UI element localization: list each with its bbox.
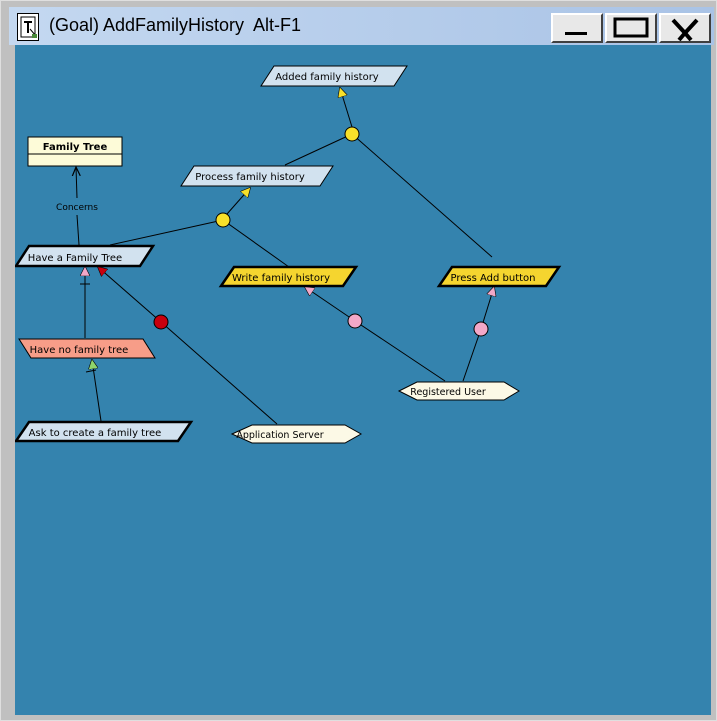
link-top-refinement-to-added[interactable] <box>340 88 353 128</box>
maximize-icon <box>613 17 649 38</box>
window-title: (Goal) AddFamilyHistory Alt-F1 <box>49 15 302 35</box>
minimize-icon <box>565 32 587 35</box>
link-mid-refinement-to-process[interactable] <box>226 188 250 215</box>
link-red-node-to-havetree[interactable] <box>98 267 162 323</box>
entity-family-tree[interactable]: Family Tree <box>27 136 123 167</box>
agent-application-server[interactable]: Application Server <box>230 424 363 444</box>
link-user-to-pink-press[interactable] <box>462 328 482 382</box>
link-label-concerns: Concerns <box>53 199 101 214</box>
concerns-label: Concerns <box>56 203 98 213</box>
link-havetree-to-mid-refinement[interactable] <box>109 219 224 246</box>
link-obstacle-mark-2 <box>85 369 97 373</box>
title-bar[interactable]: (Goal) AddFamilyHistory Alt-F1 <box>9 7 714 45</box>
close-button[interactable] <box>659 13 711 43</box>
goal-have-a-family-tree[interactable]: Have a Family Tree <box>13 244 156 268</box>
requirement-press-add-button[interactable]: Press Add button <box>436 265 562 288</box>
responsibility-press[interactable] <box>473 321 489 337</box>
minimize-button[interactable] <box>551 13 603 43</box>
goal-editor-icon[interactable] <box>17 13 39 41</box>
link-ask-to-obstacle[interactable] <box>92 360 102 422</box>
link-appserver-to-red-node[interactable] <box>160 321 278 425</box>
link-write-to-mid-refinement[interactable] <box>222 219 290 268</box>
goal-ask-to-create-a-family-tree[interactable]: Ask to create a family tree <box>13 420 194 443</box>
requirement-write-family-history[interactable]: Write family history <box>218 265 359 288</box>
link-pink-write-to-write[interactable] <box>305 287 356 322</box>
link-concerns-upper[interactable] <box>76 167 77 199</box>
agent-registered-user[interactable]: Registered User <box>397 381 520 401</box>
link-process-to-top-refinement[interactable] <box>284 133 353 166</box>
obstacle-label: Have no family tree <box>30 345 129 356</box>
goal-label: Process family history <box>195 172 305 183</box>
goal-diagram: Added family history Process family hist… <box>13 65 562 444</box>
link-press-to-top-refinement[interactable] <box>351 133 493 258</box>
goal-added-family-history[interactable]: Added family history <box>260 65 408 87</box>
responsibility-write[interactable] <box>347 313 363 329</box>
entity-label: Family Tree <box>43 142 108 153</box>
link-concerns-lower[interactable] <box>76 214 80 246</box>
and-refinement-middle[interactable] <box>215 212 231 228</box>
link-user-to-pink-write[interactable] <box>354 320 446 382</box>
close-icon <box>671 18 699 42</box>
agent-label: Application Server <box>236 430 323 441</box>
agent-label: Registered User <box>410 387 486 398</box>
requirement-label: Press Add button <box>450 273 535 284</box>
obstacle-have-no-family-tree[interactable]: Have no family tree <box>18 338 156 359</box>
diagram-canvas[interactable]: Added family history Process family hist… <box>13 45 711 715</box>
goal-label: Have a Family Tree <box>28 253 122 264</box>
requirement-label: Write family history <box>232 273 330 284</box>
goal-process-family-history[interactable]: Process family history <box>180 165 334 187</box>
and-refinement-top[interactable] <box>344 126 360 142</box>
goal-label: Ask to create a family tree <box>29 428 162 439</box>
goal-label: Added family history <box>275 72 379 83</box>
obstruction-node[interactable] <box>153 314 169 330</box>
maximize-button[interactable] <box>605 13 657 43</box>
